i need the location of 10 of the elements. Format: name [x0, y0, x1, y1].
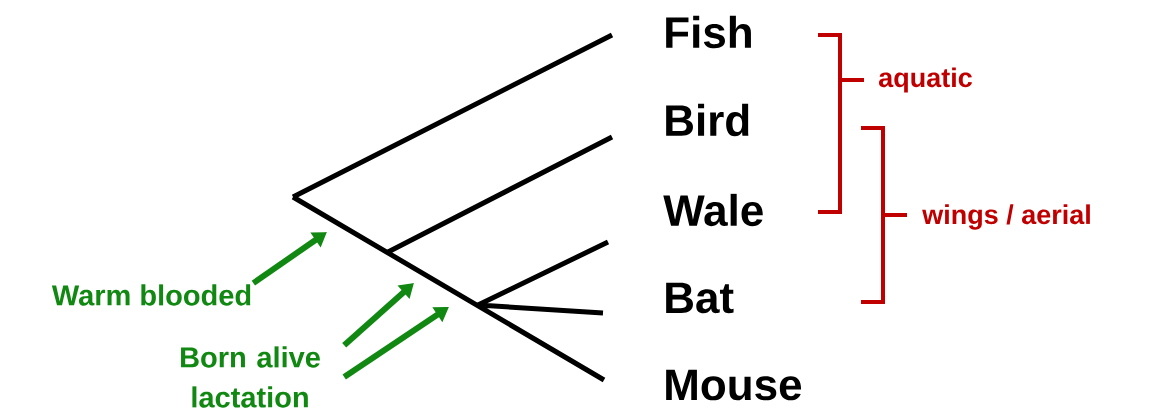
trait-label: Warm blooded [51, 284, 251, 306]
taxon-name: Fish [666, 15, 751, 49]
taxon-name: Mouse [666, 369, 802, 401]
taxon-name: Bird [666, 103, 749, 137]
taxon-name: Bat [666, 282, 734, 314]
taxon-name: Wale [663, 193, 763, 227]
group-label: aquatic [879, 67, 972, 93]
group-label: wings / aerial [922, 204, 1090, 230]
arrow [342, 283, 414, 348]
trait-label: Born alive lactation [181, 346, 320, 408]
